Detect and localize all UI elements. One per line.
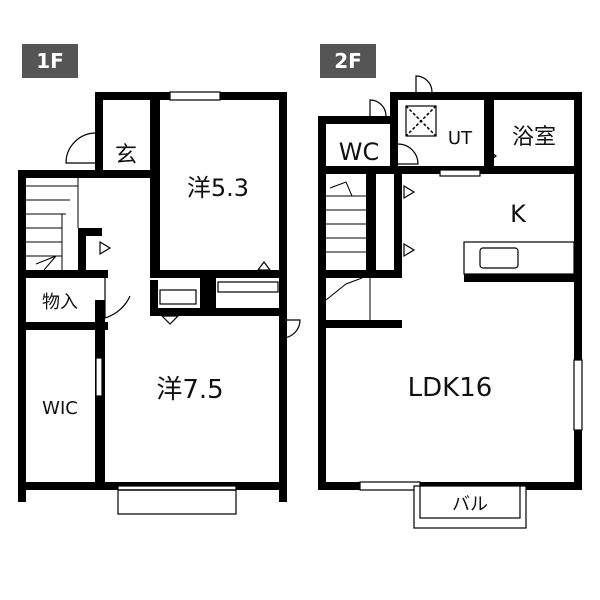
kitchen-sink bbox=[479, 247, 519, 269]
room-label-wc: WC bbox=[339, 138, 380, 166]
floor-badge-1f-label: 1F bbox=[36, 49, 64, 73]
wall bbox=[318, 270, 402, 278]
staircase-2f bbox=[325, 181, 371, 320]
wall bbox=[318, 320, 402, 328]
window bbox=[169, 91, 221, 101]
shelf bbox=[217, 281, 279, 293]
floor-1f: 1F bbox=[18, 44, 301, 515]
wall bbox=[150, 308, 287, 316]
room-label-kitchen: K bbox=[510, 200, 527, 228]
closet-opening bbox=[95, 357, 103, 397]
wall bbox=[279, 92, 287, 502]
wc-door bbox=[369, 99, 387, 117]
window bbox=[359, 481, 421, 491]
window bbox=[439, 169, 481, 177]
wall bbox=[318, 166, 402, 174]
wall bbox=[318, 116, 390, 124]
wall bbox=[394, 174, 402, 278]
wall bbox=[200, 278, 216, 308]
door-marker bbox=[403, 242, 416, 258]
door-marker bbox=[99, 240, 112, 256]
room-label-ldk: LDK16 bbox=[408, 373, 493, 403]
room-label-wic: WIC bbox=[42, 398, 78, 419]
wall bbox=[78, 228, 86, 272]
room-label-entrance: 玄 bbox=[115, 143, 137, 168]
wall bbox=[366, 174, 376, 278]
utility-door bbox=[415, 75, 433, 93]
wall bbox=[484, 92, 494, 174]
door-marker bbox=[160, 315, 180, 325]
wall bbox=[390, 116, 398, 174]
room-label-western-room-a: 洋5.3 bbox=[187, 174, 249, 202]
room-label-storage: 物入 bbox=[42, 292, 78, 313]
wall bbox=[95, 92, 103, 174]
door-marker bbox=[256, 261, 272, 271]
wall bbox=[18, 270, 108, 278]
wall bbox=[390, 92, 398, 124]
entrance-door bbox=[65, 132, 97, 164]
floor-badge-1f bbox=[22, 44, 78, 78]
wc-door-2 bbox=[397, 143, 419, 165]
floor-badge-2f bbox=[320, 44, 376, 78]
wall bbox=[398, 166, 582, 174]
door-marker bbox=[487, 148, 497, 164]
wall bbox=[103, 170, 153, 178]
door-marker bbox=[403, 184, 416, 200]
room-label-utility: UT bbox=[448, 128, 473, 149]
floor-badge-2f-label: 2F bbox=[334, 49, 362, 73]
closet-door bbox=[282, 319, 301, 339]
wall bbox=[464, 274, 582, 282]
room-label-balcony: バル bbox=[452, 494, 488, 515]
wall bbox=[18, 170, 103, 178]
wall bbox=[150, 92, 160, 272]
floor-2f: 2F bbox=[318, 44, 583, 529]
storage-door bbox=[104, 278, 131, 319]
staircase-1f bbox=[26, 178, 79, 271]
wall bbox=[18, 170, 26, 502]
wall bbox=[150, 280, 158, 316]
balcony-inner bbox=[419, 485, 521, 519]
window bbox=[573, 359, 583, 431]
wall bbox=[150, 270, 287, 278]
room-label-western-room-b: 洋7.5 bbox=[156, 375, 223, 405]
room-label-bathroom: 浴室 bbox=[512, 125, 556, 150]
wall bbox=[574, 92, 582, 490]
shelf bbox=[159, 289, 197, 305]
wall bbox=[18, 322, 108, 330]
wall bbox=[78, 228, 102, 236]
wall bbox=[318, 116, 326, 490]
